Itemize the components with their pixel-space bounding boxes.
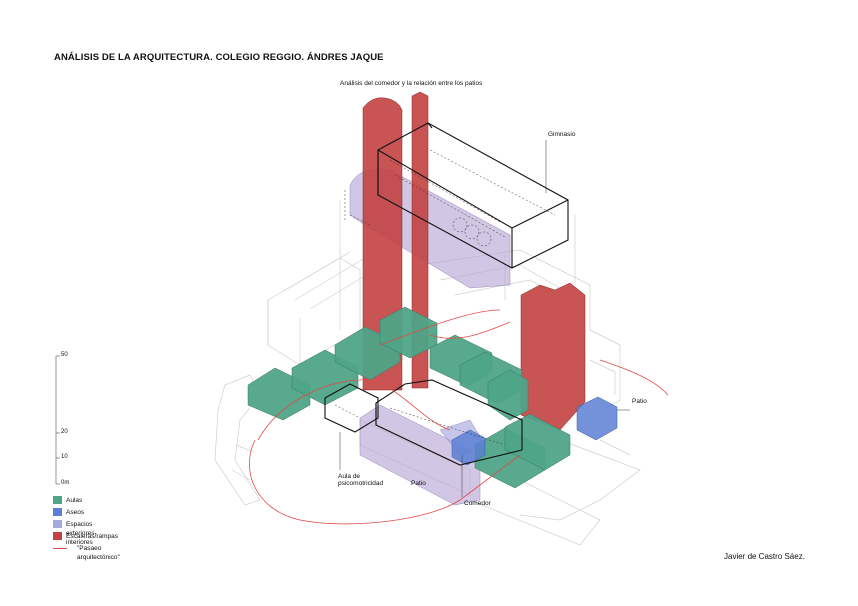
leader-lines (339, 140, 630, 497)
legend-swatch-aseos (53, 508, 62, 516)
legend-swatch-exteriores (53, 520, 62, 528)
scale-tick-50: 50 (61, 352, 68, 358)
aulas-volumes (247, 306, 571, 489)
legend-swatch-aulas (53, 496, 62, 504)
legend-label: Aseos (66, 509, 85, 516)
label-patio-right: Patio (632, 398, 647, 405)
scale-tick-0: 0m (61, 480, 70, 486)
legend-label: Escaleras/rampas (66, 533, 119, 540)
author-credit: Javier de Castro Sáez. (724, 552, 805, 561)
label-gimnasio: Gimnasio (548, 131, 576, 138)
scale-tick-20: 20 (61, 429, 68, 435)
dashed-hidden-lines (334, 149, 556, 446)
scale-bar (55, 355, 60, 485)
highlighted-outlines (324, 122, 569, 466)
legend-line-recorrido (53, 548, 67, 549)
scale-tick-10: 10 (61, 454, 68, 460)
aseos-volumes (451, 396, 618, 466)
label-patio-center: Patio (411, 480, 426, 487)
label-comedor: Comedor (464, 500, 491, 507)
label-aula-psicomotricidad: Aula de psicomotricidad (338, 473, 384, 487)
page-title: ANÁLISIS DE LA ARQUITECTURA. COLEGIO REG… (54, 52, 384, 63)
diagram-subtitle: Análisis del comedor y la relación entre… (340, 80, 483, 87)
legend-label: Espacios exteriores-interiores (66, 521, 97, 546)
legend-swatch-escaleras (53, 532, 62, 540)
legend-label: "Pasaeo arquitectónico" (77, 545, 120, 561)
legend-label: Aulas (66, 497, 83, 504)
recorrido-path (248, 309, 669, 525)
